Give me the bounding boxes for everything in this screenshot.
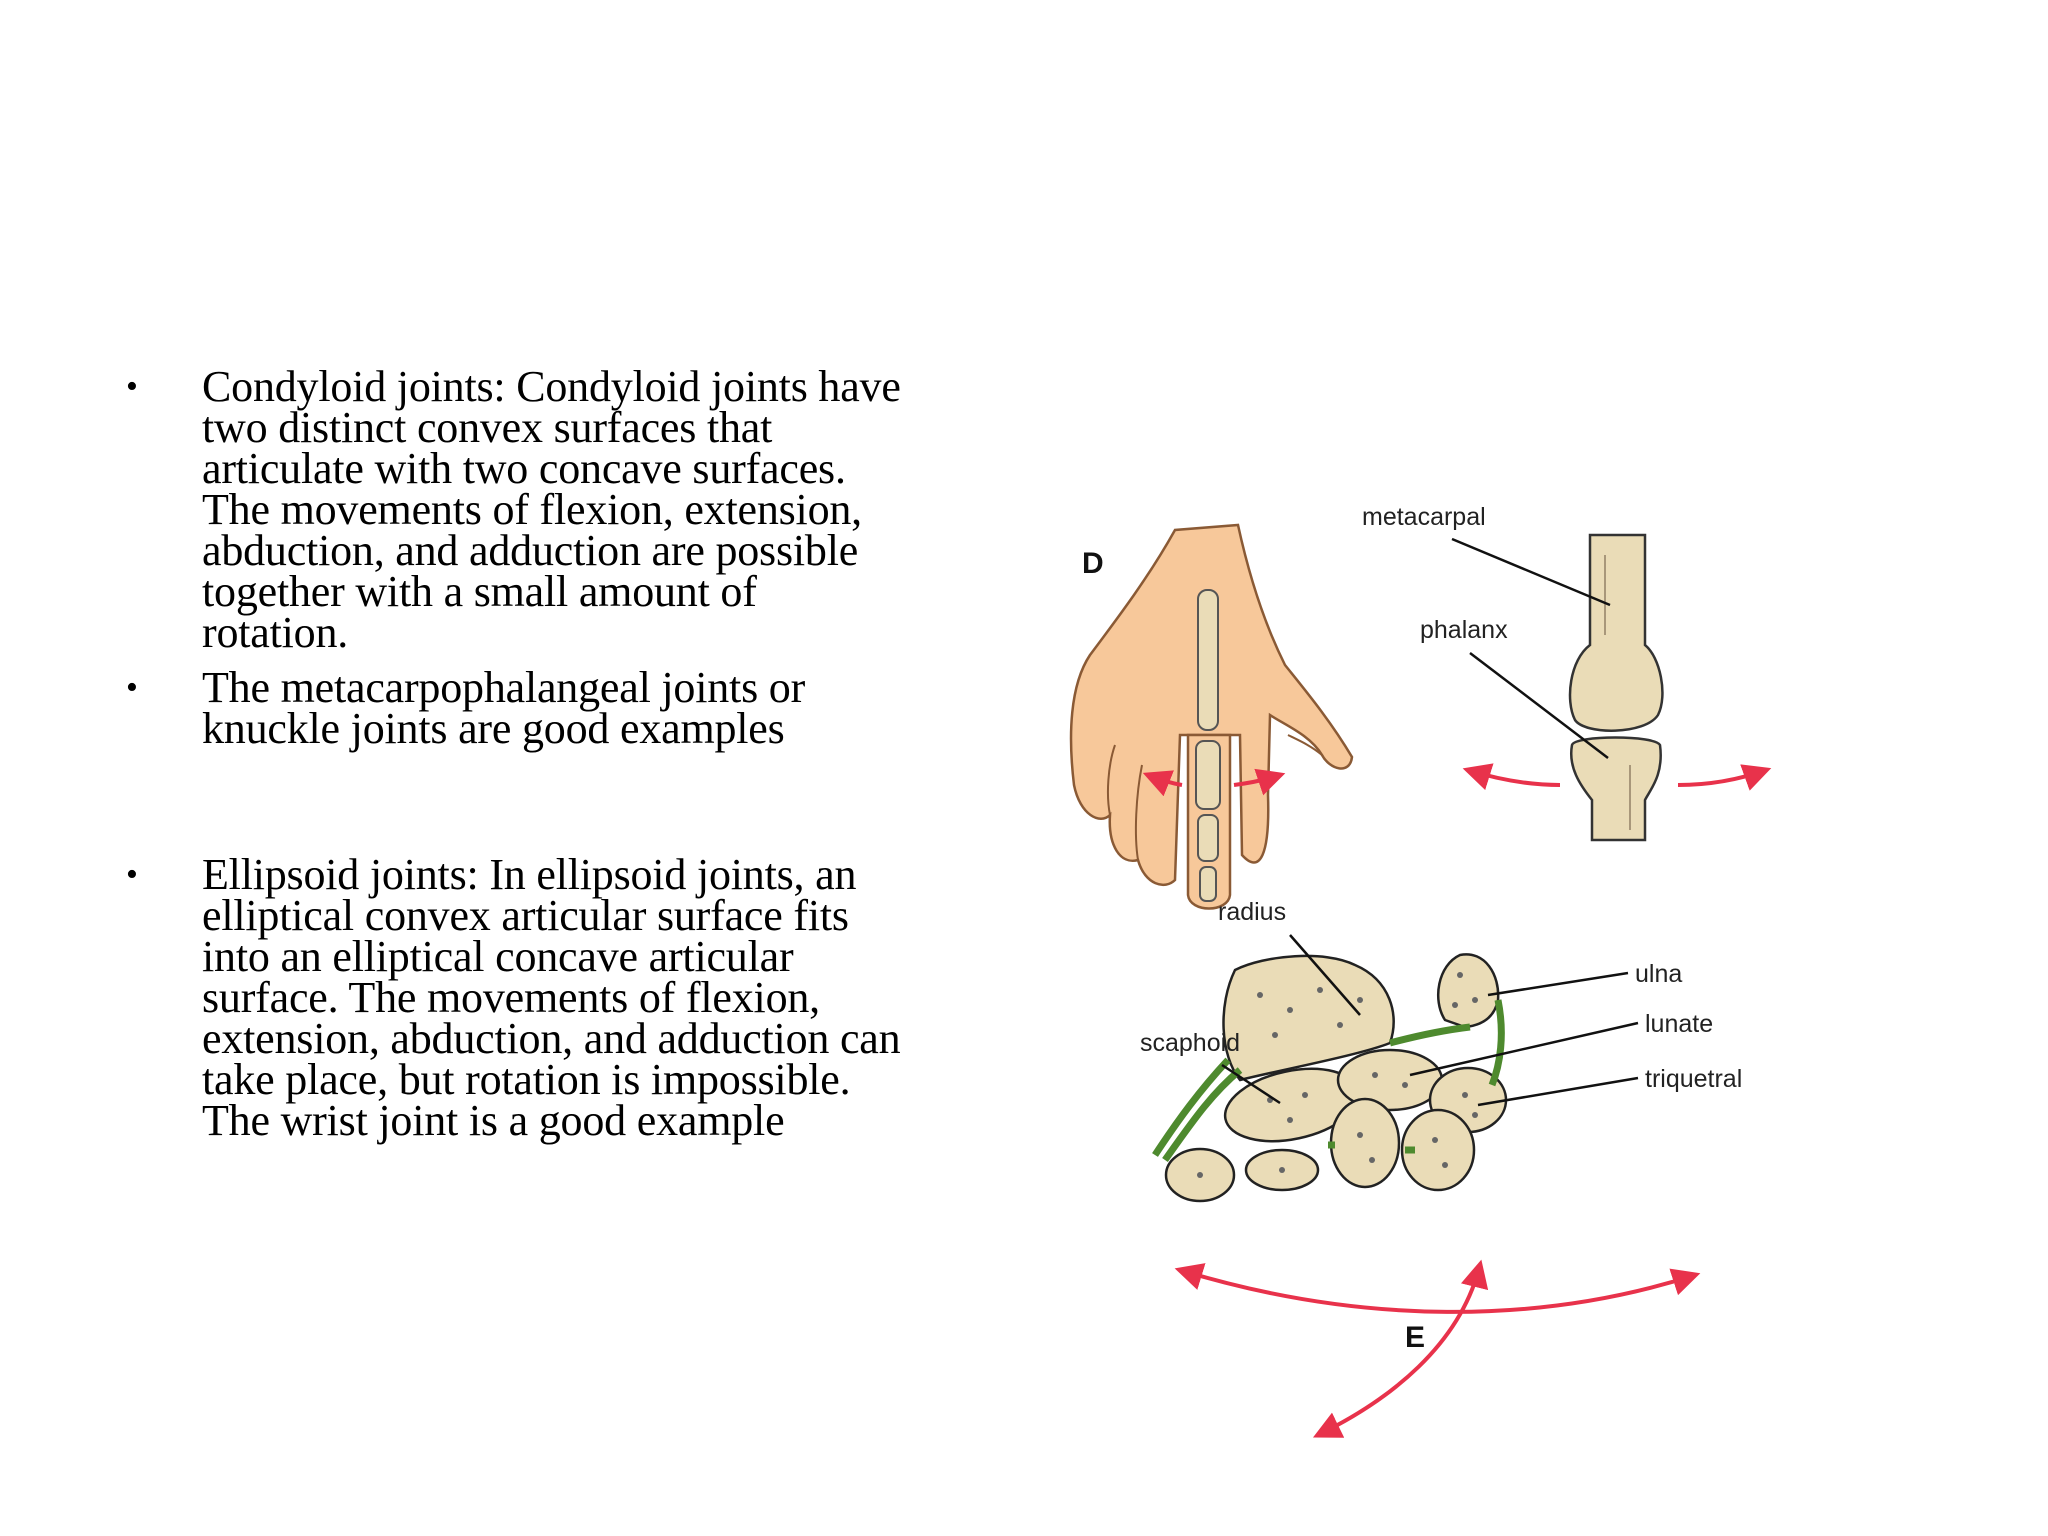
radius-label: radius: [1218, 898, 1286, 926]
bullet-symbol: •: [126, 669, 138, 706]
ulna-label: ulna: [1635, 960, 1682, 988]
bullet-knuckle-joints-example: • The metacarpophalangeal joints or knuc…: [118, 666, 908, 751]
distal-phalanx-bone: [1199, 866, 1217, 902]
radial-ulnar-deviation-arrow: [1174, 1263, 1701, 1314]
bone-texture: [1197, 972, 1478, 1178]
bullet-text: Ellipsoid joints: In ellipsoid joints, a…: [202, 850, 901, 1145]
middle-phalanx-bone: [1197, 814, 1219, 862]
scaphoid-label: scaphoid: [1140, 1029, 1240, 1057]
rotation-arrow-left: [1462, 763, 1561, 791]
metacarpal-label: metacarpal: [1362, 503, 1486, 531]
abduction-arrow-left: [1142, 770, 1183, 797]
triquetral-label: triquetral: [1645, 1065, 1742, 1093]
mcp-joint-illustration: metacarpal phalanx: [1362, 503, 1664, 842]
joint-illustration-svg: D: [1069, 503, 1772, 1438]
triquetral-leader-line: [1477, 1076, 1639, 1107]
scaphoid-leader-line: [1221, 1063, 1281, 1105]
metacarpal-leader-line: [1451, 537, 1611, 607]
panel-d: D: [1069, 503, 1772, 910]
lunate-leader-line: [1409, 1021, 1639, 1077]
phalanx-leader-line: [1469, 652, 1609, 759]
rotation-arrow-right: [1677, 764, 1772, 791]
hamate-bone: [1400, 1108, 1476, 1192]
capitate-bone: [1329, 1097, 1401, 1189]
thumb-crease: [1287, 734, 1323, 756]
proximal-phalanx-bone: [1195, 740, 1221, 810]
bullet-list: • Condyloid joints: Condyloid joints hav…: [118, 365, 908, 1143]
bullet-ellipsoid-joints: • Ellipsoid joints: In ellipsoid joints,…: [118, 853, 908, 1143]
radius-bone: [1222, 954, 1395, 1082]
panel-e: radius ulna lunate scaphoid triquetral E: [1140, 898, 1742, 1438]
bullet-symbol: •: [126, 856, 138, 893]
finger-crease: [1134, 764, 1143, 861]
ligaments: [1152, 999, 1505, 1163]
metacarpal-shape: [1568, 533, 1664, 732]
ulna-leader-line: [1487, 971, 1629, 997]
radius-leader-line: [1289, 934, 1361, 1016]
bullet-symbol: •: [126, 368, 138, 405]
lunate-label: lunate: [1645, 1010, 1713, 1038]
abduction-arrow-right: [1233, 768, 1286, 796]
panel-d-letter: D: [1082, 547, 1104, 580]
hand-illustration: [1069, 523, 1354, 910]
bullet-condyloid-joints: • Condyloid joints: Condyloid joints hav…: [118, 365, 908, 655]
bullet-text: The metacarpophalangeal joints or knuckl…: [202, 663, 806, 753]
bullet-text: Condyloid joints: Condyloid joints have …: [202, 362, 901, 657]
metacarpal-bone: [1197, 589, 1219, 731]
joint-illustration: D: [1060, 495, 1820, 1535]
ulna-bone: [1437, 953, 1500, 1029]
finger-crease: [1106, 744, 1116, 816]
phalanx-label: phalanx: [1420, 616, 1508, 644]
panel-e-letter: E: [1405, 1321, 1425, 1354]
flexion-extension-arrow: [1312, 1259, 1489, 1438]
phalanx-shape: [1569, 736, 1662, 842]
